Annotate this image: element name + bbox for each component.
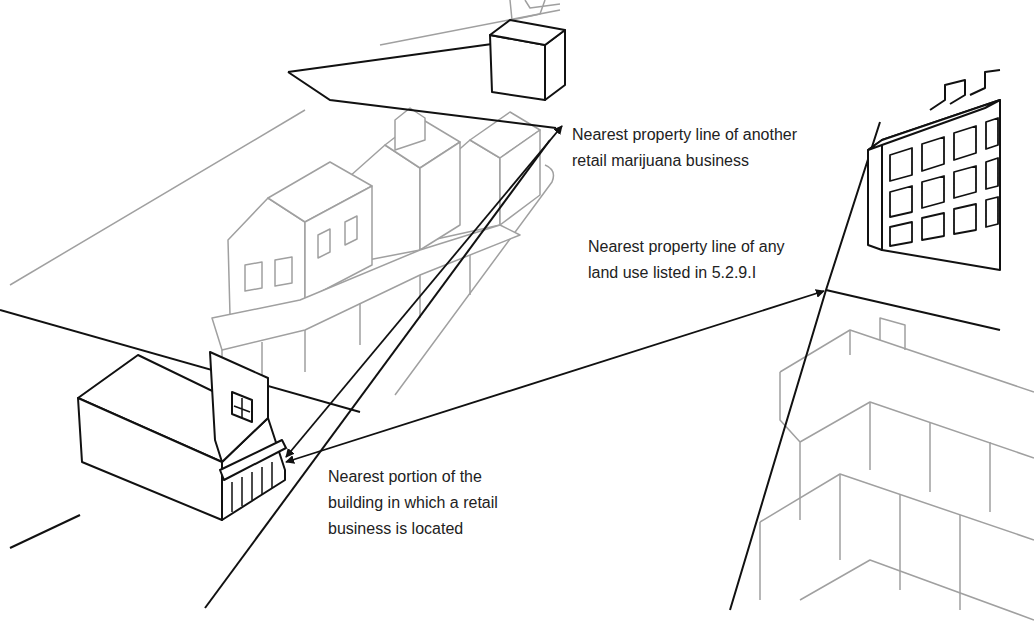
property-line	[288, 44, 492, 72]
building-face	[882, 100, 1000, 270]
building-outline	[780, 330, 1034, 392]
leader-arrow	[286, 291, 824, 462]
retail-building	[78, 352, 286, 520]
building-face	[868, 140, 882, 250]
property-line	[205, 140, 550, 608]
house	[510, 0, 560, 20]
windows	[890, 118, 998, 246]
retail-building	[490, 20, 565, 100]
building-outline	[850, 318, 905, 355]
sign-panel	[232, 392, 252, 422]
awning	[220, 440, 286, 480]
building-face	[78, 398, 222, 520]
rooftop-box	[930, 80, 965, 110]
property-line	[10, 515, 80, 548]
building-face	[490, 35, 545, 100]
house-window	[245, 262, 262, 291]
building-outline	[780, 372, 800, 520]
callout-label: Nearest property line of any land use li…	[588, 234, 803, 286]
porch-posts	[222, 255, 470, 388]
house-window	[275, 257, 292, 286]
neighbouring-houses	[10, 0, 1034, 620]
house-dormer	[395, 108, 425, 150]
property-line	[826, 290, 1000, 330]
institutional-building	[868, 70, 1000, 270]
house	[228, 198, 305, 315]
building-roof	[490, 20, 565, 45]
building-sign	[210, 352, 268, 462]
building-outline	[800, 402, 1034, 458]
cross-symbol	[234, 398, 250, 418]
property-lines	[0, 44, 1000, 610]
building-outline	[870, 402, 990, 512]
house-wall	[420, 142, 460, 250]
callout-label: Nearest property line of another retail …	[572, 122, 812, 174]
building-outline	[760, 474, 1034, 540]
building-outline	[760, 474, 960, 610]
callout-label: Nearest portion of the building in which…	[328, 464, 508, 542]
building-outline	[800, 560, 1034, 620]
leader-arrow	[286, 126, 562, 457]
house-window	[345, 216, 357, 245]
property-line	[730, 122, 880, 610]
storefront	[232, 462, 272, 512]
measurement-arrows	[286, 126, 824, 462]
house-window	[318, 229, 330, 258]
rooftop-box	[970, 70, 1000, 95]
